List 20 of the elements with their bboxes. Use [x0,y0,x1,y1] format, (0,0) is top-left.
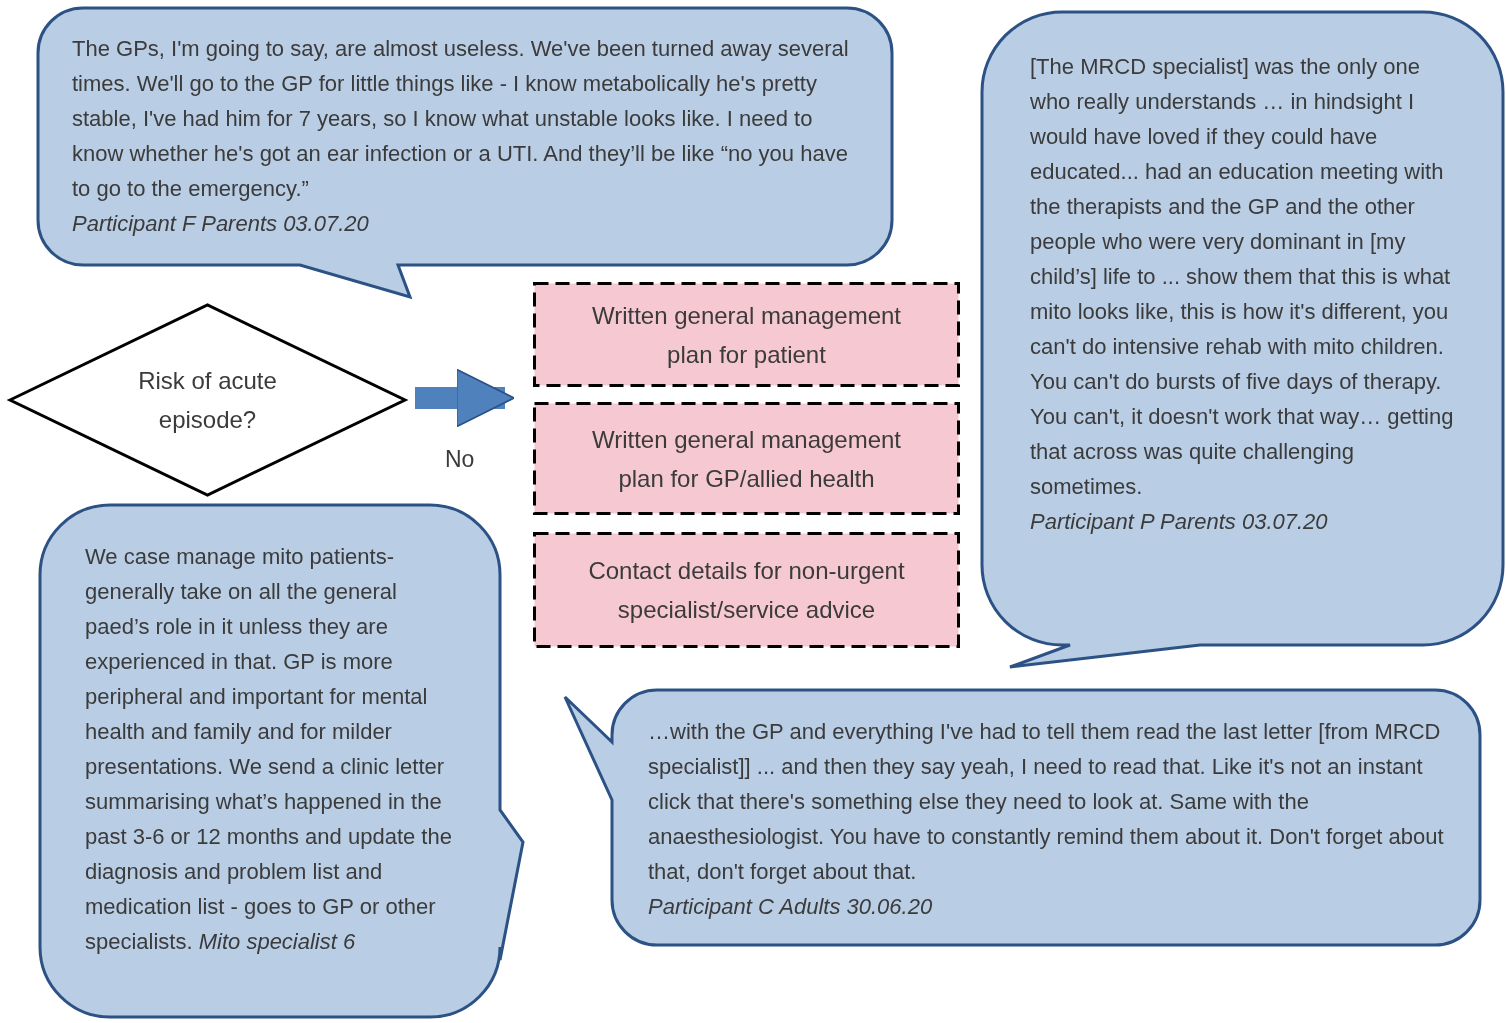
arrow [415,368,515,428]
attribution-text: Participant P Parents 03.07.20 [1030,508,1329,536]
quote-text: …with the GP and everything I've had to tell them read the last letter [from MRCD specialist]] ... and then they say yeah, I need to read that. Like it's not an instant click that there's something else they need to look at. Same with the anaesthesiologist. You have to constantly remind them about it. Don't forget about that, don't forget about that. [648,718,1445,886]
decision-diamond [8,303,407,497]
speech-bubble [980,10,1505,669]
speech-bubble [563,688,1482,947]
quote-text: The GPs, I'm going to say, are almost useless. We've been turned away several times. We'll go to the GP for little things like - I know metabolically he's pretty stable, I've had him for 7 years, so I know what unstable looks like. I need to know whether he's got an ear infection or a UTI. And they’ll be like “no you have to go to the emergency.” [72,35,850,203]
attribution-text: Participant C Adults 30.06.20 [648,893,934,921]
speech-bubble [36,6,894,299]
node-text: Written general management plan for GP/allied health [590,424,903,494]
quote-text: [The MRCD specialist] was the only one who really understands … in hindsight I would have loved if they could have educated... had an education meeting with the therapists and the GP and the other people who were very dominant in [my child’s] life to ... show them that this is what mito looks like, this is how it's different, you can't do intensive rehab with mito children. You can't do bursts of five days of therapy. You can't, it doesn't work that way… getting that across was quite challenging sometimes. [1030,53,1455,501]
process-box [531,530,962,650]
process-box [531,400,962,517]
attribution-text: Participant F Parents 03.07.20 [72,210,370,238]
process-box [531,280,962,389]
node-text: Risk of acute episode? [137,366,278,435]
node-text: Contact details for non-urgent specialist/service advice [587,556,906,625]
speech-bubble [38,503,525,1019]
node-text: Written general management plan for patient [590,300,903,370]
quote-text: We case manage mito patients- generally take on all the general paed’s role in it unless they are experienced in that. GP is more peripheral and important for mental health and family and for milder presentations. We send a clinic letter summarising what’s happened in the past 3-6 or 12 months and update the diagnosis and problem list and medication list - goes to GP or other specialists. Mito specialist 6 [85,543,453,956]
